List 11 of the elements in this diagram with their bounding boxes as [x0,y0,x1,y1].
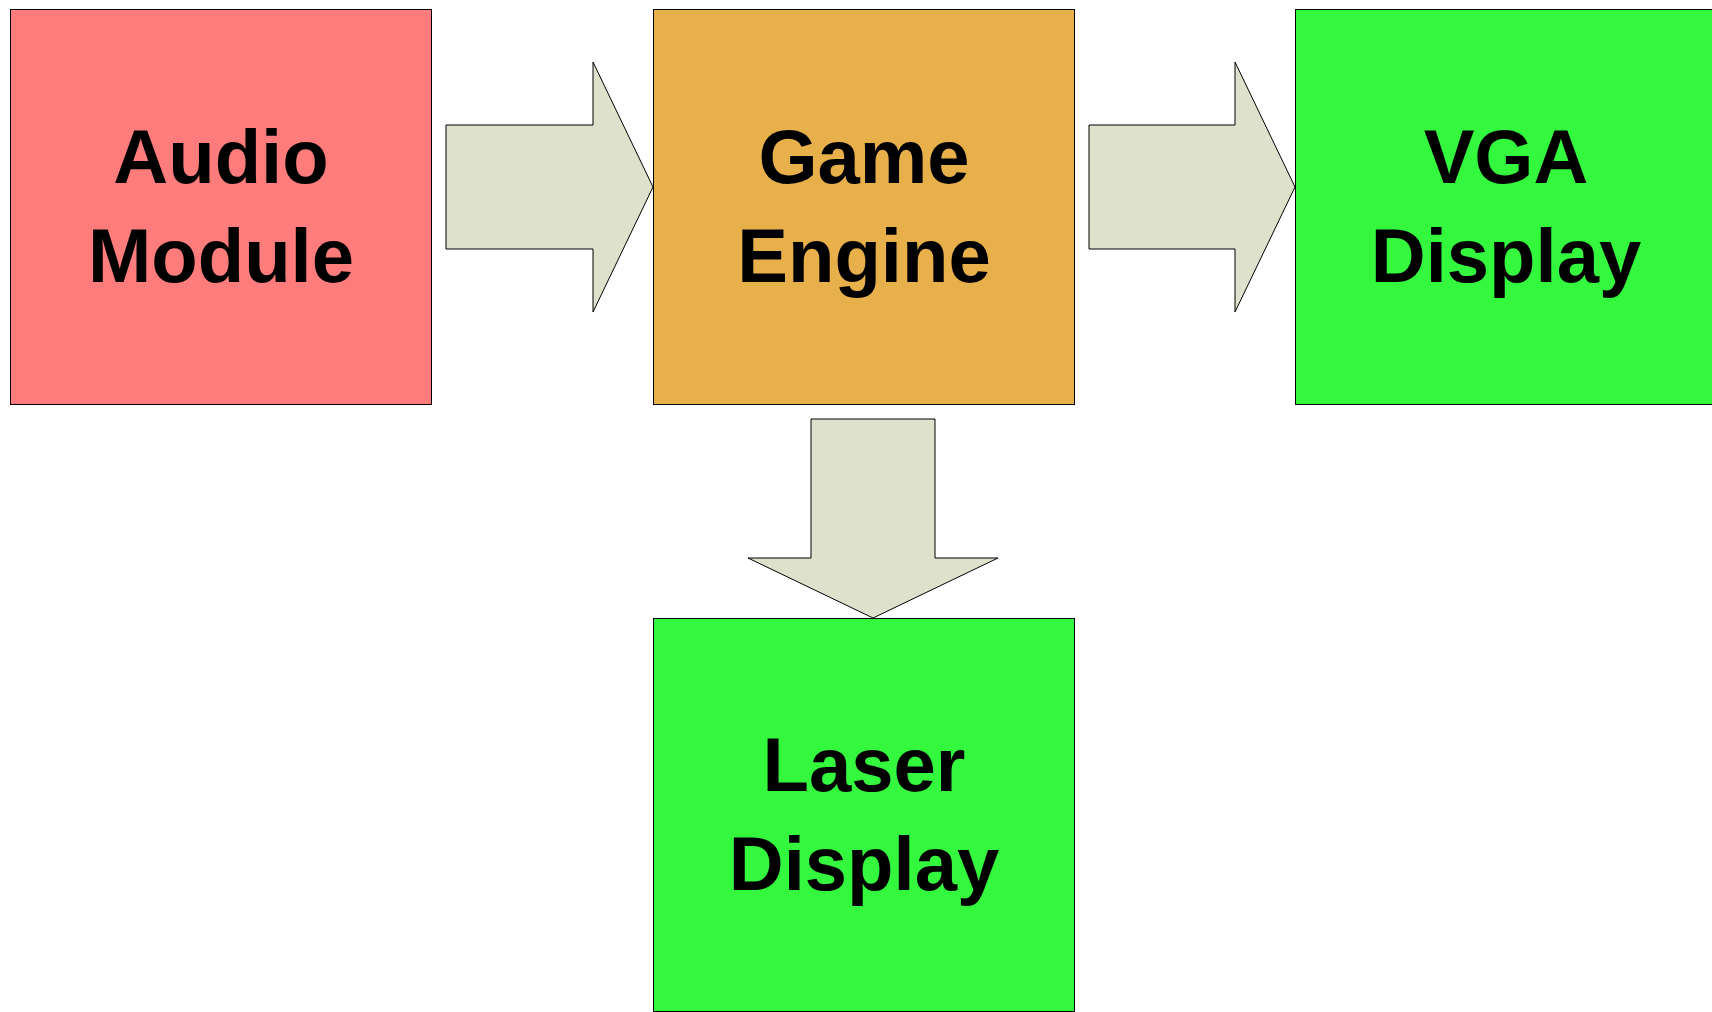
process-box [653,618,1075,1012]
process-box [1295,9,1712,405]
block-arrow [747,418,999,619]
block-arrow [1088,61,1296,313]
block-arrow [445,61,654,313]
box-label: VGA Display [1369,113,1643,300]
process-box [10,9,432,405]
process-box [653,9,1075,405]
box-label: Laser Display [727,721,1001,908]
box-label: Game Engine [736,113,992,300]
box-label: Audio Module [87,113,355,300]
